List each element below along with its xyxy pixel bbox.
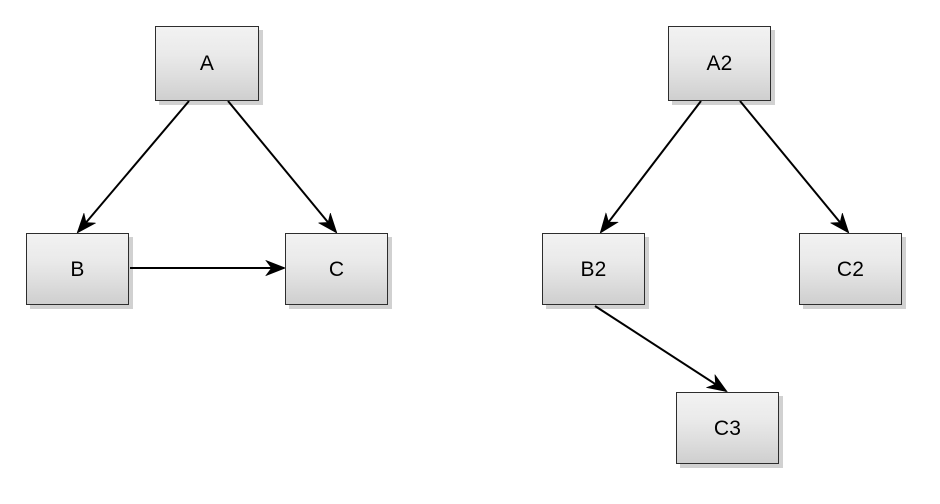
node-label-c: C xyxy=(328,257,345,281)
edges-group xyxy=(78,100,848,391)
node-label-c2: C2 xyxy=(836,257,865,281)
node-b[interactable]: B xyxy=(26,233,129,305)
node-c3[interactable]: C3 xyxy=(676,392,779,464)
edge-a-to-b[interactable] xyxy=(78,100,190,232)
edge-a-to-c[interactable] xyxy=(227,100,336,232)
node-label-c3: C3 xyxy=(713,416,742,440)
edge-b2-to-c3[interactable] xyxy=(594,305,726,391)
node-label-b: B xyxy=(70,257,85,281)
edge-a2-to-c2[interactable] xyxy=(739,100,848,232)
node-c[interactable]: C xyxy=(285,233,388,305)
node-label-a2: A2 xyxy=(706,52,733,75)
node-label-b2: B2 xyxy=(580,257,607,281)
node-a2[interactable]: A2 xyxy=(668,26,771,101)
node-c2[interactable]: C2 xyxy=(799,233,902,305)
node-b2[interactable]: B2 xyxy=(542,233,645,305)
node-a[interactable]: A xyxy=(155,26,259,101)
node-label-a: A xyxy=(199,52,215,75)
edge-a2-to-b2[interactable] xyxy=(601,100,702,232)
